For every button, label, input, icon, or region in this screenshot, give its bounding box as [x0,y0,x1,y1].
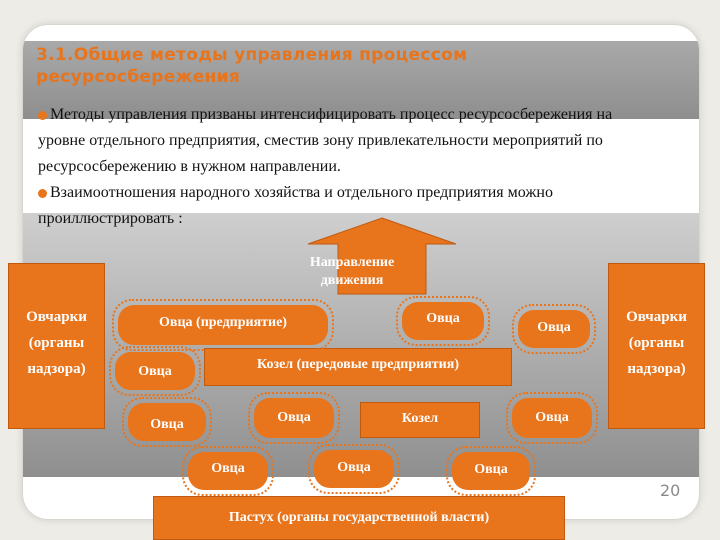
direction-label: Направление движения [287,254,417,290]
sheep: Овца [402,302,484,340]
shepherd-box: Пастух (органы государственной власти) [153,496,565,540]
sheep-label: Овца [518,318,590,338]
sheep-label: Овца [254,408,334,428]
sheep: Овца [254,398,334,438]
paragraph-1: Методы управления призваны интенсифициро… [38,102,638,180]
sheep-label: Овца [452,460,530,480]
sheep-enterprise: Овца (предприятие) [118,305,328,345]
sheep-enterprise-label: Овца (предприятие) [118,313,328,333]
sheep-label: Овца [115,362,195,382]
body-text: Методы управления призваны интенсифициро… [38,102,638,232]
sheep: Овца [128,403,206,441]
sheep-label: Овца [402,309,484,329]
goat-box: Козел [360,402,480,438]
sheep: Овца [115,352,195,390]
sheep: Овца [314,450,394,488]
sheep-label: Овца [314,458,394,478]
sheep-label: Овца [128,415,206,435]
sheep: Овца [518,310,590,348]
bullet-icon [38,111,47,120]
slide-title: 3.1.Общие методы управления процессом ре… [36,44,596,88]
bullet-icon [38,189,47,198]
leading-goat-box: Козел (передовые предприятия) [204,348,512,386]
sheep: Овца [452,452,530,490]
sheep-label: Овца [188,459,268,479]
sheep-label: Овца [512,408,592,428]
shepherd-dogs-right: Овчарки (органы надзора) [608,263,705,429]
sheep: Овца [512,398,592,438]
shepherd-dogs-left: Овчарки (органы надзора) [8,263,105,429]
sheep: Овца [188,452,268,490]
page-number: 20 [660,481,680,500]
